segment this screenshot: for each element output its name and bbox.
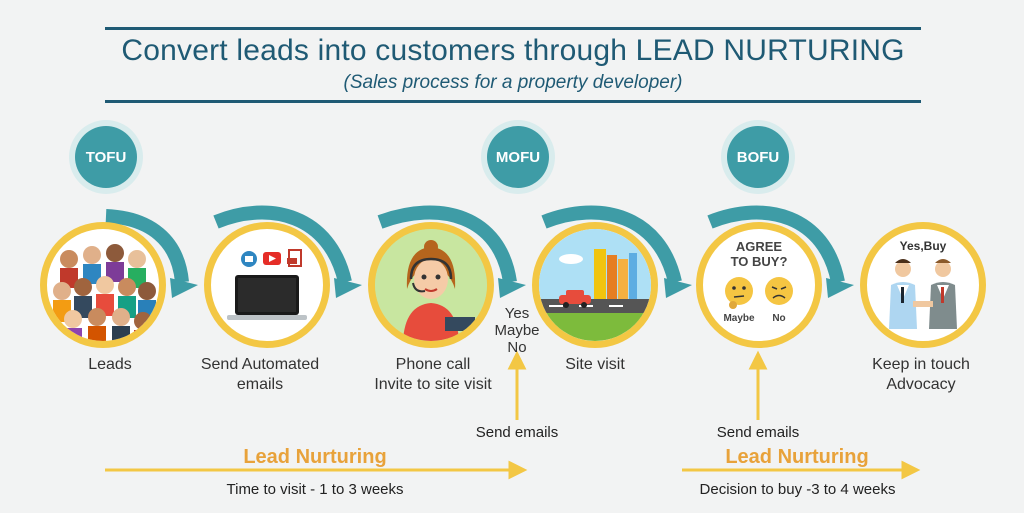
decision-heading-line2: TO BUY? bbox=[730, 254, 788, 269]
response-maybe: Maybe bbox=[494, 322, 540, 339]
arrow-emails-to-phone bbox=[213, 205, 352, 284]
decision-heading-line1: AGREE bbox=[735, 239, 783, 254]
keep-label: Keep in touch Advocacy bbox=[856, 355, 986, 395]
phone-label-line1: Phone call bbox=[395, 356, 471, 373]
emails-label-line1: Send Automated bbox=[200, 356, 320, 373]
emails-label-line2: emails bbox=[236, 376, 284, 393]
arrow-site-to-decision bbox=[541, 205, 682, 284]
response-yes: Yes bbox=[504, 305, 530, 322]
leads-circle bbox=[40, 222, 166, 348]
mofu-badge: MOFU bbox=[487, 126, 549, 188]
emoji-row bbox=[725, 277, 793, 309]
phone-label-line2: Invite to site visit bbox=[374, 376, 492, 393]
site-label: Site visit bbox=[565, 356, 625, 373]
decision-no: No bbox=[772, 313, 786, 324]
decision-maybe: Maybe bbox=[723, 313, 755, 324]
handshake-icon bbox=[889, 259, 957, 329]
thinking-emoji-icon bbox=[725, 277, 753, 309]
arrow-decision-to-keep bbox=[707, 205, 845, 284]
site-circle bbox=[532, 222, 658, 348]
emails-circle bbox=[204, 222, 330, 348]
headset-icon bbox=[375, 229, 487, 341]
bofu-badge: BOFU bbox=[727, 126, 789, 188]
lead-nurturing-title-1: Lead Nurturing bbox=[243, 446, 387, 468]
page-title: Convert leads into customers through LEA… bbox=[121, 34, 905, 67]
arrowhead-5 bbox=[826, 278, 854, 298]
keep-label-line1: Keep in touch bbox=[872, 356, 970, 373]
time-to-visit-note: Time to visit - 1 to 3 weeks bbox=[226, 481, 404, 498]
decision-to-buy-note: Decision to buy -3 to 4 weeks bbox=[699, 481, 896, 498]
send-emails-label-2: Send emails bbox=[716, 424, 800, 441]
phone-label: Phone call Invite to site visit bbox=[358, 355, 508, 395]
arrow-leads-to-emails bbox=[105, 209, 189, 283]
phone-circle bbox=[368, 222, 494, 348]
tofu-badge: TOFU bbox=[75, 126, 137, 188]
send-emails-label-1: Send emails bbox=[475, 424, 559, 441]
emails-label: Send Automated emails bbox=[190, 355, 330, 395]
building-icon bbox=[539, 229, 651, 341]
frown-emoji-icon bbox=[765, 277, 793, 305]
page-subtitle: (Sales process for a property developer) bbox=[343, 72, 683, 93]
leads-label: Leads bbox=[88, 356, 132, 373]
keep-label-line2: Advocacy bbox=[886, 376, 956, 393]
deal-label: Yes,Buy bbox=[899, 239, 947, 253]
response-no: No bbox=[507, 339, 527, 356]
decision-heading: AGREE TO BUY? bbox=[703, 239, 815, 269]
keep-circle: Yes,Buy bbox=[860, 222, 986, 348]
crowd-icon bbox=[47, 229, 159, 341]
arrow-phone-to-site bbox=[377, 205, 517, 284]
response-options: Yes Maybe No bbox=[490, 305, 544, 356]
title-top-rule bbox=[105, 27, 921, 30]
arrowhead-3 bbox=[498, 278, 526, 298]
car-icon bbox=[559, 290, 591, 308]
decision-circle: AGREE TO BUY? Maybe No bbox=[696, 222, 822, 348]
lead-nurturing-title-2: Lead Nurturing bbox=[725, 446, 869, 468]
arrowhead-2 bbox=[334, 278, 362, 298]
title-bottom-rule bbox=[105, 100, 921, 103]
laptop-icon bbox=[227, 249, 307, 320]
arrowhead-1 bbox=[170, 278, 198, 298]
arrowhead-4 bbox=[664, 278, 692, 298]
